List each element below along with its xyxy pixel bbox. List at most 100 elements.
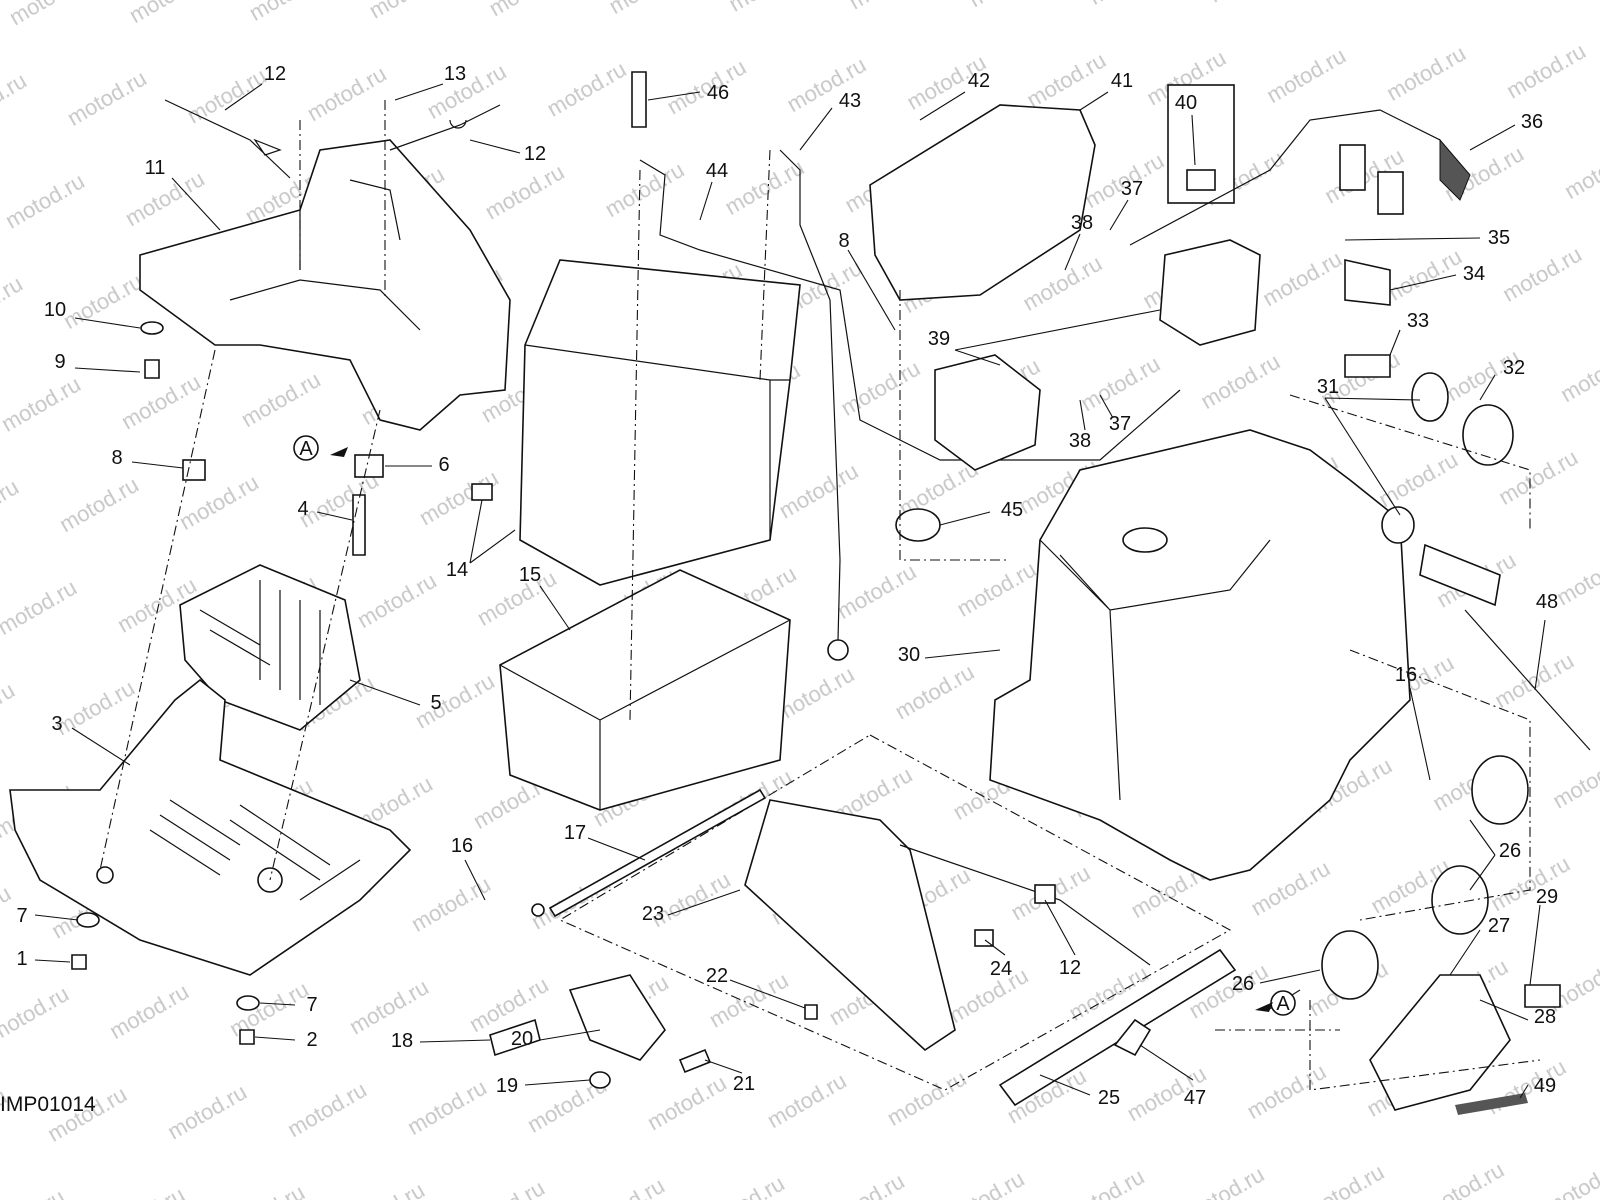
label-14: 14 — [446, 559, 468, 581]
part-labels: 12 13 12 11 10 9 8 6 4 5 3 7 1 7 2 46 43… — [16, 63, 1558, 1109]
label-1: 1 — [16, 948, 27, 970]
tray-edges — [499, 619, 791, 810]
label-2: 2 — [306, 1029, 317, 1051]
assembly-lines — [99, 100, 1541, 1091]
section-marker-text: A — [1276, 993, 1290, 1015]
part-31-washer — [1411, 372, 1449, 422]
pin — [1419, 543, 1501, 607]
label-25: 25 — [1098, 1087, 1120, 1109]
label-3: 3 — [51, 713, 62, 735]
part-27-plate — [1369, 974, 1511, 1111]
part-5-fins — [199, 580, 321, 705]
part-3-ribs — [149, 799, 361, 901]
label-44: 44 — [706, 160, 728, 182]
part-3-hole — [96, 866, 114, 884]
label-23: 23 — [642, 903, 664, 925]
cable-eyelet — [827, 639, 849, 661]
label-45: 45 — [1001, 499, 1023, 521]
label-9: 9 — [54, 351, 65, 373]
part-12-tie-lower — [899, 844, 1151, 966]
label-37: 37 — [1109, 413, 1131, 435]
part-29-bolt — [1524, 984, 1561, 1008]
label-26: 26 — [1499, 840, 1521, 862]
label-17: 17 — [564, 822, 586, 844]
label-13: 13 — [444, 63, 466, 85]
part-15-battery-tray — [499, 569, 791, 811]
part-11-bracket — [139, 139, 511, 431]
part-12-tie — [164, 99, 291, 179]
part-46-spacer — [631, 71, 647, 128]
label-16: 16 — [1395, 664, 1417, 686]
leader-lines — [34, 83, 1546, 1099]
label-10: 10 — [44, 299, 66, 321]
label-30: 30 — [898, 644, 920, 666]
part-26-bushing-2 — [1431, 865, 1489, 935]
part-9-screw — [144, 359, 160, 379]
connector — [1339, 144, 1366, 191]
label-18: 18 — [391, 1030, 413, 1052]
label-41: 41 — [1111, 70, 1133, 92]
part-32-bushing — [1462, 404, 1514, 466]
frame-hole — [1122, 527, 1168, 553]
label-16: 16 — [451, 835, 473, 857]
label-37: 37 — [1121, 178, 1143, 200]
part-16-clip — [531, 903, 545, 917]
label-21: 21 — [733, 1073, 755, 1095]
label-7: 7 — [306, 994, 317, 1016]
label-29: 29 — [1536, 886, 1558, 908]
label-48: 48 — [1536, 591, 1558, 613]
part-40-fuse — [1186, 169, 1216, 191]
part-10-grommet — [140, 321, 164, 335]
label-20: 20 — [511, 1028, 533, 1050]
frame-edges — [1039, 539, 1271, 801]
label-35: 35 — [1488, 227, 1510, 249]
part-41-cover — [869, 104, 1096, 301]
label-11: 11 — [145, 157, 166, 179]
label-34: 34 — [1463, 263, 1485, 285]
part-1-screw — [71, 954, 87, 970]
part-26-bushing — [1471, 755, 1529, 825]
label-28: 28 — [1534, 1006, 1556, 1028]
part-47-clamp — [1113, 1018, 1152, 1057]
label-12: 12 — [524, 143, 546, 165]
part-7-grommet — [76, 912, 100, 928]
battery-edges — [524, 344, 790, 540]
label-6: 6 — [438, 454, 449, 476]
part-3-skid-plate — [9, 678, 412, 976]
part-12-tie-2 — [389, 104, 501, 151]
part-26-bushing-3 — [1321, 930, 1379, 1000]
label-8: 8 — [838, 230, 849, 252]
section-marker-a: A — [293, 435, 348, 461]
label-39: 39 — [928, 328, 950, 350]
label-7: 7 — [16, 905, 27, 927]
label-38: 38 — [1071, 212, 1093, 234]
part-44-cable — [639, 159, 1181, 461]
label-36: 36 — [1521, 111, 1543, 133]
section-marker-text: A — [299, 438, 313, 460]
part-34-bracket — [1344, 259, 1391, 306]
label-27: 27 — [1488, 915, 1510, 937]
label-12: 12 — [1059, 957, 1081, 979]
part-battery — [519, 259, 801, 586]
label-38: 38 — [1069, 430, 1091, 452]
label-47: 47 — [1184, 1087, 1206, 1109]
label-12: 12 — [264, 63, 286, 85]
label-46: 46 — [707, 82, 729, 104]
label-31: 31 — [1317, 376, 1339, 398]
part-19-nut — [589, 1071, 611, 1089]
label-19: 19 — [496, 1075, 518, 1097]
part-14-pad — [471, 483, 493, 501]
section-marker-a-2: A — [1255, 990, 1296, 1016]
part-22-screw — [804, 1004, 818, 1020]
tie-head — [1034, 884, 1056, 904]
label-49: 49 — [1534, 1075, 1556, 1097]
label-33: 33 — [1407, 310, 1429, 332]
label-40: 40 — [1175, 92, 1197, 114]
part-2-nut — [239, 1029, 255, 1045]
parts — [9, 71, 1591, 1115]
connector-2 — [1377, 171, 1404, 215]
label-42: 42 — [968, 70, 990, 92]
part-43-cable — [779, 149, 841, 641]
